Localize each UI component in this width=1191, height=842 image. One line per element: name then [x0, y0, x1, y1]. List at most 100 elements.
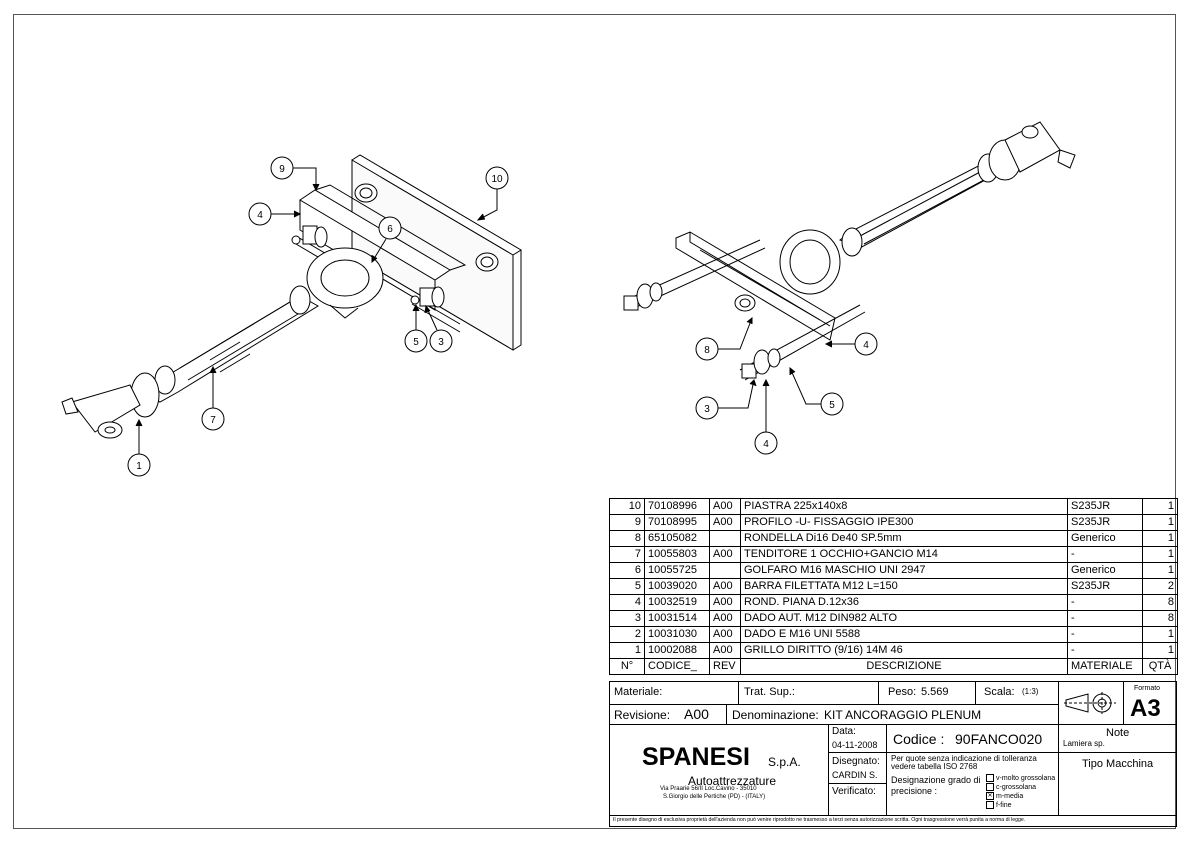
bom-cell-desc: RONDELLA Di16 De40 SP.5mm	[740, 530, 1068, 547]
bom-cell-qty: 1	[1142, 546, 1178, 563]
bom-cell-code: 10002088	[644, 642, 710, 659]
bom-cell-rev: A00	[709, 546, 741, 563]
callout-1: 1	[136, 461, 142, 472]
callout-9: 9	[279, 164, 285, 175]
bom-cell-n: 5	[609, 578, 645, 595]
bom-cell-rev: A00	[709, 498, 741, 515]
bom-cell-code: 10031030	[644, 626, 710, 643]
address-line-1: Via Praarie 56/II Loc.Cavino - 35010	[660, 786, 757, 792]
bom-cell-mat: -	[1067, 626, 1143, 643]
bom-cell-mat: -	[1067, 546, 1143, 563]
company-suffix: S.p.A.	[768, 755, 801, 769]
bom-cell-mat: -	[1067, 642, 1143, 659]
copyright-footer: Il presente disegno di esclusiva proprie…	[613, 817, 1026, 823]
address-line-2: S.Giorgio delle Pertiche (PD) - (ITALY)	[663, 794, 766, 800]
peso-label: Peso:	[888, 686, 917, 698]
bom-cell-rev	[709, 530, 741, 547]
data-value: 04-11-2008	[832, 740, 878, 750]
header-qty: QTÀ	[1142, 658, 1178, 675]
callout-5: 5	[413, 337, 419, 348]
checked-box-icon: ✕	[986, 792, 994, 801]
callout-6: 6	[387, 224, 393, 235]
bom-cell-code: 65105082	[644, 530, 710, 547]
bom-cell-mat: Generico	[1067, 562, 1143, 579]
grado-option: c-grossolana	[986, 783, 1055, 792]
bom-cell-qty: 2	[1142, 578, 1178, 595]
grado-option-label: v-molto grossolana	[996, 775, 1056, 782]
scala-value: (1:3)	[1022, 687, 1039, 696]
bom-cell-desc: GRILLO DIRITTO (9/16) 14M 46	[740, 642, 1068, 659]
tipo-macchina: Tipo Macchina	[1082, 758, 1154, 770]
bom-cell-desc: DADO AUT. M12 DIN982 ALTO	[740, 610, 1068, 627]
peso-value: 5.569	[921, 686, 949, 698]
note-value: Lamiera sp.	[1063, 739, 1105, 748]
codice-label: Codice :	[893, 731, 945, 747]
grado-option: v-molto grossolana	[986, 774, 1055, 783]
bom-cell-qty: 1	[1142, 626, 1178, 643]
grado-option: f-fine	[986, 801, 1055, 810]
bom-cell-desc: ROND. PIANA D.12x36	[740, 594, 1068, 611]
bom-cell-n: 3	[609, 610, 645, 627]
revisione-value: A00	[684, 706, 709, 722]
left-assembly-view	[61, 154, 522, 439]
bom-cell-desc: PROFILO -U- FISSAGGIO IPE300	[740, 514, 1068, 531]
bom-cell-mat: Generico	[1067, 530, 1143, 547]
bom-cell-qty: 1	[1142, 642, 1178, 659]
disegnato-value: CARDIN S.	[832, 770, 878, 780]
projection-symbol	[1064, 692, 1116, 714]
bom-cell-qty: 8	[1142, 594, 1178, 611]
company-sub: Autoattrezzature	[688, 774, 777, 788]
tolleranza-note: Per quote senza indicazione di tolleranz…	[891, 754, 1037, 771]
grado-option-label: m-media	[996, 793, 1024, 800]
checkbox-icon	[986, 774, 994, 783]
verificato-label: Verificato:	[832, 786, 876, 797]
bom-cell-desc: BARRA FILETTATA M12 L=150	[740, 578, 1068, 595]
callout-3-right: 3	[704, 404, 710, 415]
bom-cell-n: 8	[609, 530, 645, 547]
bom-cell-n: 9	[609, 514, 645, 531]
bom-cell-qty: 1	[1142, 498, 1178, 515]
header-rev: REV	[709, 658, 741, 675]
right-callouts	[695, 316, 878, 455]
revisione-label: Revisione:	[614, 708, 671, 722]
callout-4-right-b: 4	[763, 439, 769, 450]
note-label: Note	[1106, 727, 1130, 739]
bom-cell-n: 2	[609, 626, 645, 643]
bom-cell-rev: A00	[709, 610, 741, 627]
bom-cell-code: 10032519	[644, 594, 710, 611]
header-n: N°	[609, 658, 645, 675]
bom-cell-n: 6	[609, 562, 645, 579]
bom-cell-code: 70108996	[644, 498, 710, 515]
header-code: CODICE_	[644, 658, 710, 675]
denominazione-value: KIT ANCORAGGIO PLENUM	[824, 708, 982, 722]
assembly-drawing: 9 4 6 10 5 3 7 1	[61, 121, 1076, 477]
formato-label: Formato	[1134, 685, 1161, 692]
title-block: Materiale: Trat. Sup.: Peso: 5.569 Scala…	[609, 681, 1177, 827]
bom-cell-mat: S235JR	[1067, 578, 1143, 595]
callout-4: 4	[257, 210, 263, 221]
materiale-label: Materiale:	[614, 686, 663, 698]
grado-label: Designazione grado di precisione :	[891, 775, 981, 796]
bom-cell-code: 10055725	[644, 562, 710, 579]
trat-label: Trat. Sup.:	[744, 686, 795, 698]
denominazione-label: Denominazione:	[732, 708, 819, 722]
codice-value: 90FANCO020	[955, 731, 1043, 747]
scala-label: Scala:	[984, 686, 1015, 698]
bom-cell-n: 7	[609, 546, 645, 563]
bom-cell-mat: S235JR	[1067, 514, 1143, 531]
bom-cell-code: 70108995	[644, 514, 710, 531]
bom-cell-desc: PIASTRA 225x140x8	[740, 498, 1068, 515]
bom-cell-n: 1	[609, 642, 645, 659]
drawing-frame	[13, 14, 1176, 829]
bom-cell-desc: DADO E M16 UNI 5588	[740, 626, 1068, 643]
checkbox-icon	[986, 783, 994, 792]
